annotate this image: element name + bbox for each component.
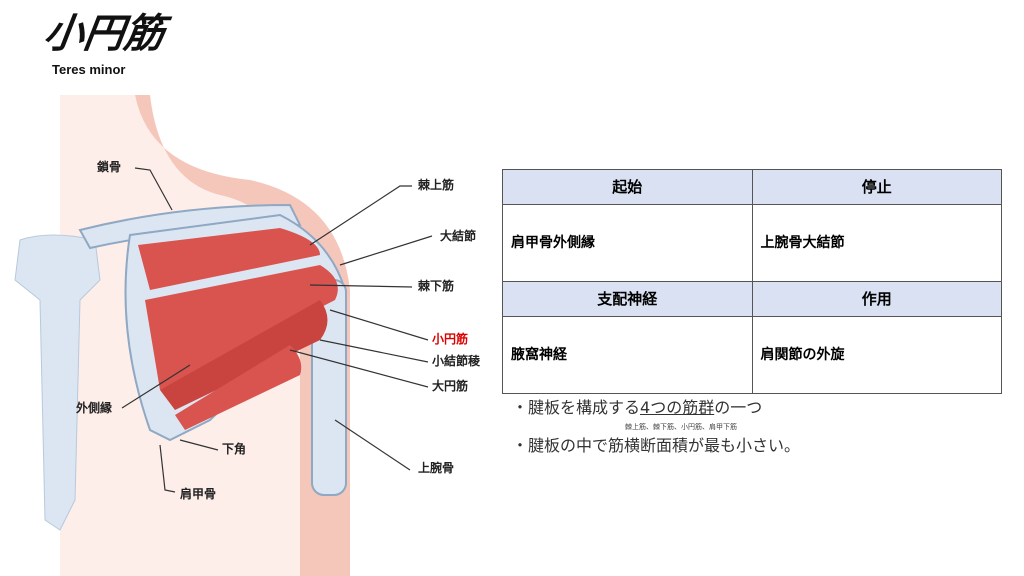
label-lateral-border: 外側縁 — [76, 401, 113, 415]
note-underlined: 4つの筋群 — [640, 398, 715, 417]
shoulder-illustration — [14, 95, 433, 576]
label-clavicle: 鎖骨 — [97, 160, 122, 174]
cell-action: 肩関節の外旋 — [751, 316, 1002, 394]
header-origin: 起始 — [502, 169, 753, 205]
note-cross-section: ・腱板の中で筋横断面積が最も小さい。 — [512, 436, 801, 455]
note-rotator-cuff: ・腱板を構成する4つの筋群の一つ — [512, 398, 762, 418]
header-nerve: 支配神経 — [502, 281, 753, 317]
label-infraspinatus: 棘下筋 — [418, 279, 455, 293]
header-insertion: 停止 — [751, 169, 1002, 205]
label-humerus: 上腕骨 — [418, 461, 455, 475]
teres-minor-muscle — [160, 300, 328, 410]
label-teres-major: 大円筋 — [432, 379, 469, 393]
muscle-info-table: 起始停止 肩甲骨外側縁上腕骨大結節 支配神経作用 腋窩神経肩関節の外旋 — [502, 169, 1002, 394]
label-greater-tubercle: 大結節 — [440, 229, 477, 243]
supraspinatus-muscle — [138, 228, 320, 290]
note-text: の一つ — [714, 398, 763, 417]
label-supraspinatus: 棘上筋 — [418, 178, 455, 192]
note-text: ・腱板を構成する — [512, 398, 641, 417]
label-scapula: 肩甲骨 — [180, 487, 217, 501]
cell-origin: 肩甲骨外側縁 — [502, 204, 753, 282]
infraspinatus-muscle — [145, 265, 338, 390]
label-lesser-tubercle-crest: 小結節稜 — [432, 354, 481, 368]
teres-major-muscle — [175, 345, 302, 430]
cell-nerve: 腋窩神経 — [502, 316, 753, 394]
note-ruby: 棘上筋、棘下筋、小円筋、肩甲下筋 — [625, 423, 737, 431]
label-teres-minor: 小円筋 — [432, 332, 469, 346]
page-subtitle: Teres minor — [52, 62, 126, 77]
header-action: 作用 — [751, 281, 1002, 317]
label-inferior-angle: 下角 — [222, 442, 247, 456]
cell-insertion: 上腕骨大結節 — [751, 204, 1002, 282]
